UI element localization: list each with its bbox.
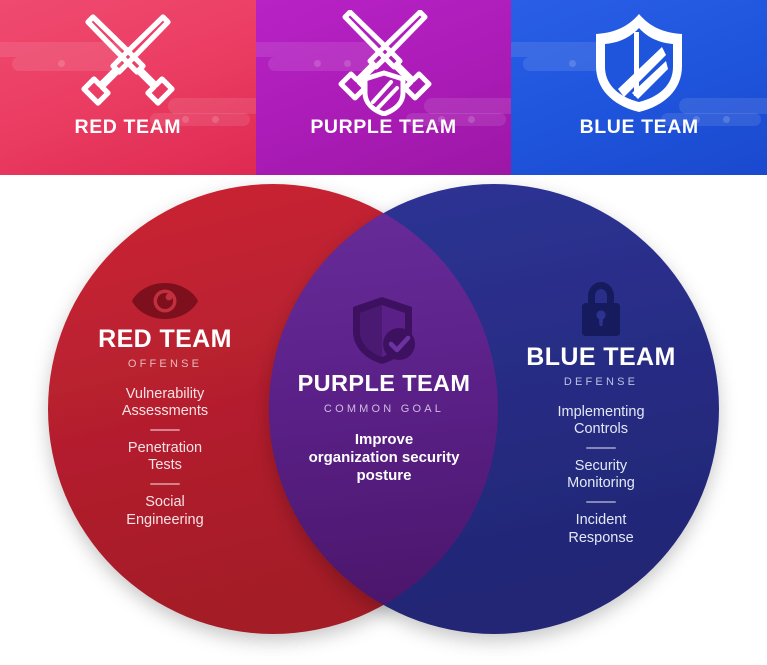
banner-panel-purple[interactable]: PURPLE TEAM xyxy=(255,0,512,175)
crossed-swords-shield-icon xyxy=(256,10,512,116)
shield-icon xyxy=(511,14,767,112)
cloud-decoration xyxy=(467,116,475,123)
venn-overlap-purple xyxy=(269,184,498,634)
banner-panel-red[interactable]: RED TEAM xyxy=(0,0,256,175)
cloud-decoration xyxy=(182,116,189,123)
crossed-swords-icon xyxy=(0,14,256,112)
venn-circles xyxy=(48,184,719,634)
cloud-decoration xyxy=(212,116,219,123)
team-banner: RED TEAM PURP xyxy=(0,0,767,175)
banner-label-red: RED TEAM xyxy=(74,116,182,138)
banner-panel-blue[interactable]: BLUE TEAM xyxy=(511,0,767,175)
cloud-decoration xyxy=(723,116,731,123)
banner-label-blue: BLUE TEAM xyxy=(579,116,699,138)
venn-diagram: RED TEAM OFFENSE Vulnerability Assessmen… xyxy=(0,175,767,665)
banner-label-purple: PURPLE TEAM xyxy=(310,116,457,138)
